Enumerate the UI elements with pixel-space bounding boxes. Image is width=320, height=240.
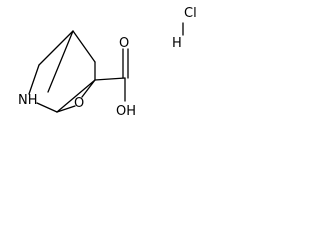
chlorine-label: Cl xyxy=(184,6,197,21)
carbonyl-oxygen-label: O xyxy=(119,36,129,51)
bond-bridgehead-nitrogen-side xyxy=(47,30,74,93)
bond-nitrogen-back-ch2 xyxy=(36,102,58,113)
bond-bridgehead-bridge-ch2 xyxy=(72,30,96,63)
bond-back-ch2-quaternary xyxy=(56,79,96,113)
bond-quaternary-carboxyl-carbon xyxy=(94,77,126,81)
bond-ch2-bridgehead xyxy=(38,30,74,66)
hydrogen-label: H xyxy=(172,36,182,51)
bond-nitrogen-ch2 xyxy=(28,64,40,95)
hydroxyl-label: OH xyxy=(116,104,136,119)
chemical-structure-diagram: NH O O OH Cl H xyxy=(18,6,197,119)
nitrogen-label: NH xyxy=(18,93,38,108)
bicyclic-framework xyxy=(28,30,96,113)
bond-ring-oxygen-ch2 xyxy=(56,105,76,113)
bond-ring-oxygen-quaternary xyxy=(81,79,96,98)
ring-oxygen-label: O xyxy=(74,96,84,111)
carboxylic-acid-group xyxy=(94,48,129,102)
